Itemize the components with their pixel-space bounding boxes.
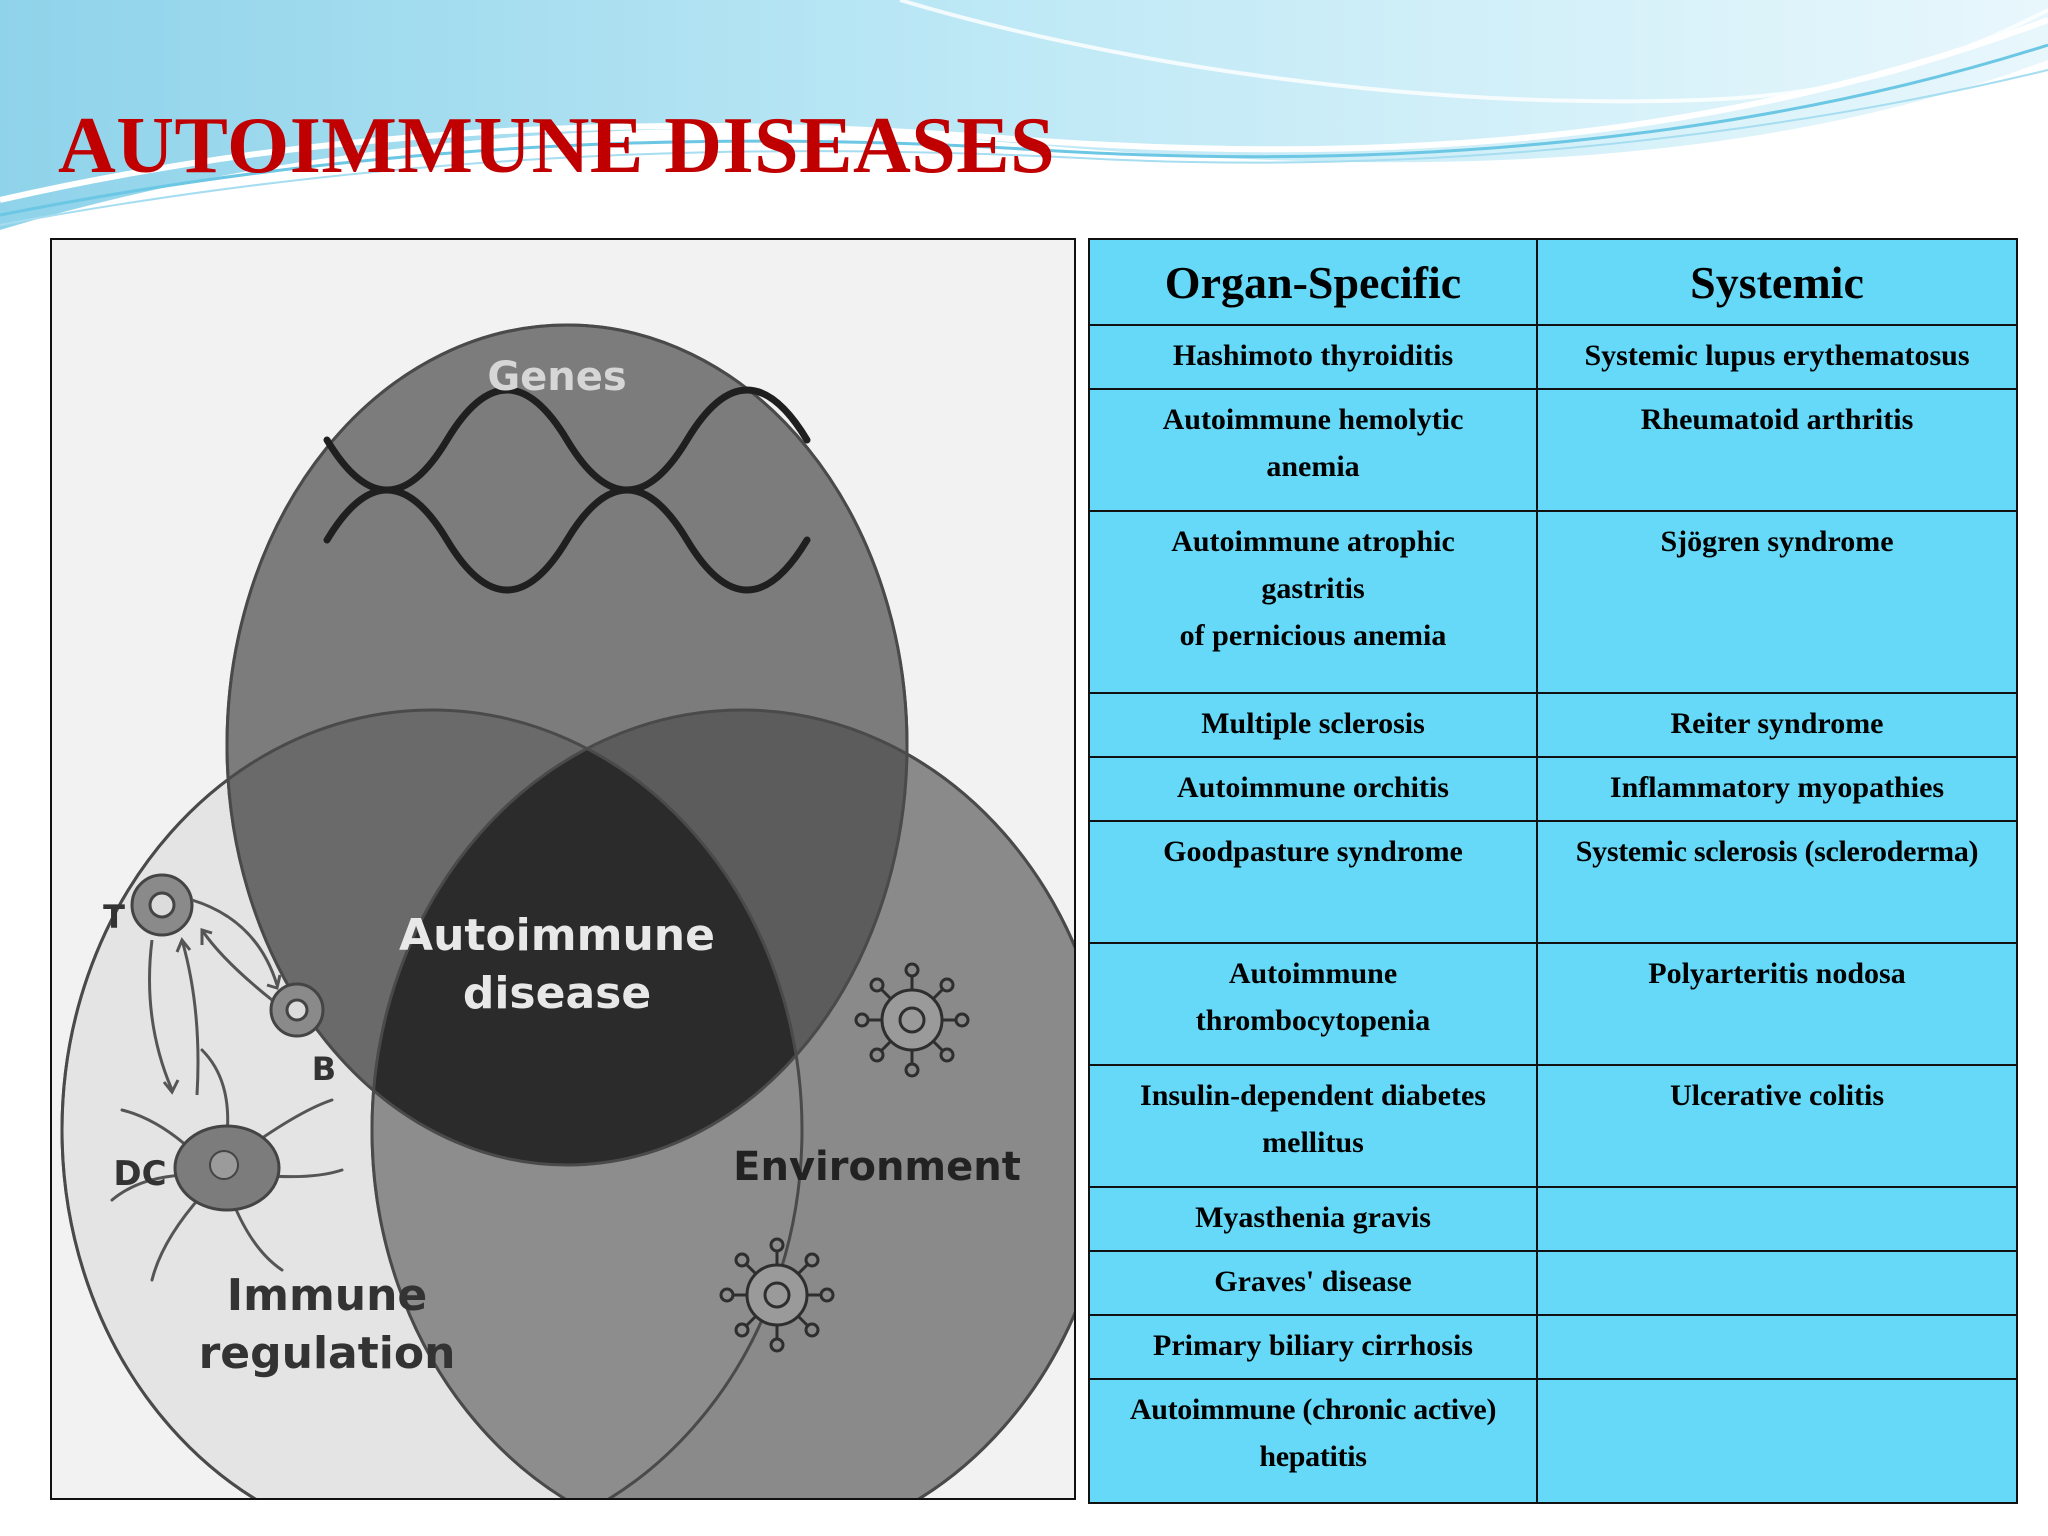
b-cell-label: B <box>312 1050 336 1088</box>
systemic-cell: Systemic sclerosis (scleroderma) <box>1536 820 2018 944</box>
organ-specific-cell: Goodpasture syndrome <box>1088 820 1538 944</box>
genes-label: Genes <box>487 354 626 400</box>
organ-specific-cell: Autoimmune orchitis <box>1088 756 1538 822</box>
cell-interaction-arrows <box>148 898 282 1096</box>
table-row: Insulin-dependent diabetes mellitus Ulce… <box>1088 1064 2018 1188</box>
systemic-cell: Systemic lupus erythematosus <box>1536 324 2018 390</box>
table-row: Autoimmune atrophic gastritis of pernici… <box>1088 510 2018 694</box>
dendritic-cell-icon <box>110 1048 344 1282</box>
organ-specific-cell: Autoimmune hemolytic anemia <box>1088 388 1538 512</box>
dna-helix-icon <box>323 386 811 594</box>
organ-specific-cell: Myasthenia gravis <box>1088 1186 1538 1252</box>
systemic-cell: Rheumatoid arthritis <box>1536 388 2018 512</box>
organ-specific-cell: Autoimmune (chronic active) hepatitis <box>1088 1378 1538 1504</box>
dendritic-cell-label: DC <box>113 1154 166 1194</box>
organ-specific-cell: Primary biliary cirrhosis <box>1088 1314 1538 1380</box>
systemic-cell: Ulcerative colitis <box>1536 1064 2018 1188</box>
immune-regulation-label-line1: Immune <box>227 1270 428 1321</box>
systemic-cell <box>1536 1186 2018 1252</box>
organ-specific-cell: Insulin-dependent diabetes mellitus <box>1088 1064 1538 1188</box>
systemic-cell: Sjögren syndrome <box>1536 510 2018 694</box>
autoimmune-disease-label-line2: disease <box>463 968 651 1019</box>
autoimmune-disease-table: Organ-Specific Systemic Hashimoto thyroi… <box>1088 238 2018 1504</box>
header-wave-decoration <box>0 0 2048 230</box>
table-row: Myasthenia gravis <box>1088 1186 2018 1252</box>
venn-diagram: Genes Autoimmune disease Environment Imm… <box>60 323 1074 1498</box>
table-row: Multiple sclerosis Reiter syndrome <box>1088 692 2018 758</box>
systemic-cell <box>1536 1378 2018 1504</box>
organ-specific-header: Organ-Specific <box>1088 238 1538 326</box>
venn-diagram-frame: Genes Autoimmune disease Environment Imm… <box>50 238 1076 1500</box>
table-row: Primary biliary cirrhosis <box>1088 1314 2018 1380</box>
table-row: Goodpasture syndrome Systemic sclerosis … <box>1088 820 2018 944</box>
table-row: Autoimmune hemolytic anemia Rheumatoid a… <box>1088 388 2018 512</box>
autoimmune-disease-label-line1: Autoimmune <box>399 910 715 961</box>
organ-specific-cell: Multiple sclerosis <box>1088 692 1538 758</box>
t-cell-icon <box>130 873 194 937</box>
b-cell-icon <box>269 982 325 1038</box>
systemic-header: Systemic <box>1536 238 2018 326</box>
table-row: Autoimmune thrombocytopenia Polyarteriti… <box>1088 942 2018 1066</box>
organ-specific-cell: Autoimmune thrombocytopenia <box>1088 942 1538 1066</box>
systemic-cell <box>1536 1250 2018 1316</box>
table-row: Hashimoto thyroiditis Systemic lupus ery… <box>1088 324 2018 390</box>
systemic-cell: Reiter syndrome <box>1536 692 2018 758</box>
virus-icon <box>719 1237 835 1353</box>
systemic-cell <box>1536 1314 2018 1380</box>
environment-label: Environment <box>733 1144 1021 1190</box>
table-row: Graves' disease <box>1088 1250 2018 1316</box>
immune-regulation-label-line2: regulation <box>199 1328 456 1379</box>
table-header-row: Organ-Specific Systemic <box>1088 238 2018 326</box>
organ-specific-cell: Autoimmune atrophic gastritis of pernici… <box>1088 510 1538 694</box>
slide-title: AUTOIMMUNE DISEASES <box>58 102 1056 190</box>
table-row: Autoimmune orchitis Inflammatory myopath… <box>1088 756 2018 822</box>
table-row: Autoimmune (chronic active) hepatitis <box>1088 1378 2018 1504</box>
virus-icon <box>854 962 970 1078</box>
organ-specific-cell: Hashimoto thyroiditis <box>1088 324 1538 390</box>
systemic-cell: Inflammatory myopathies <box>1536 756 2018 822</box>
organ-specific-cell: Graves' disease <box>1088 1250 1538 1316</box>
t-cell-label: T <box>103 898 125 936</box>
systemic-cell: Polyarteritis nodosa <box>1536 942 2018 1066</box>
